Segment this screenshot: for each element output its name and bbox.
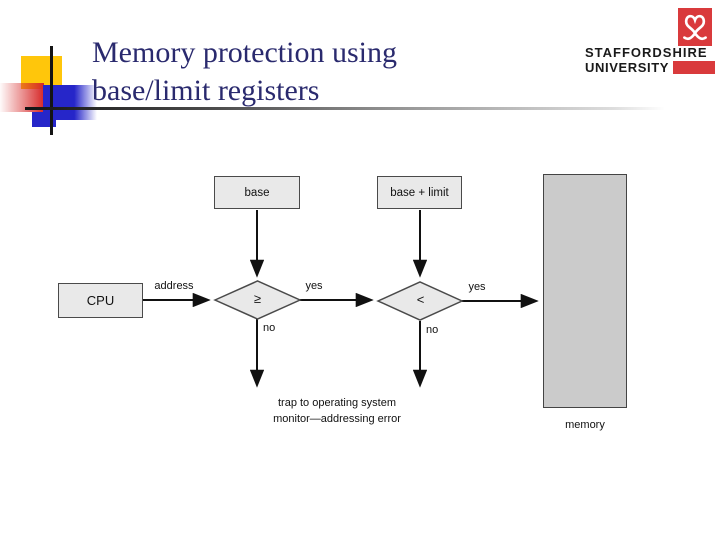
cpu-label: CPU <box>86 293 115 308</box>
trap-caption-line2: monitor—addressing error <box>273 413 401 425</box>
memory-label: memory <box>565 419 605 431</box>
logo-red-bar <box>673 61 716 74</box>
no-label-1: no <box>263 322 276 334</box>
stafford-knot-icon <box>678 8 712 46</box>
yes-label-1: yes <box>305 280 323 292</box>
no-label-2: no <box>426 324 439 336</box>
decision-gte-symbol: ≥ <box>253 291 262 306</box>
title-underline-rule <box>25 107 665 110</box>
base-plus-limit-box: base + limit <box>377 176 462 209</box>
logo-text-staffordshire: STAFFORDSHIRE <box>585 45 708 60</box>
trap-caption-line1: trap to operating system <box>277 397 396 409</box>
logo-text-university: UNIVERSITY <box>585 60 670 75</box>
slide-title-line1: Memory protection using <box>92 36 397 70</box>
cpu-box: CPU <box>58 283 143 318</box>
decor-vertical-line <box>50 46 53 135</box>
yes-label-2: yes <box>468 281 486 293</box>
base-plus-limit-label: base + limit <box>390 186 449 199</box>
trap-caption: trap to operating system monitor—address… <box>242 395 432 427</box>
logo-text-university-row: UNIVERSITY <box>585 60 720 75</box>
decision-lt-symbol: < <box>416 292 425 307</box>
memory-box <box>543 174 627 408</box>
base-register-label: base <box>244 186 270 199</box>
slide-title: Memory protection using base/limit regis… <box>92 34 612 110</box>
address-label: address <box>154 280 194 292</box>
slide-title-line2: base/limit registers <box>92 74 320 108</box>
base-register-box: base <box>214 176 300 209</box>
